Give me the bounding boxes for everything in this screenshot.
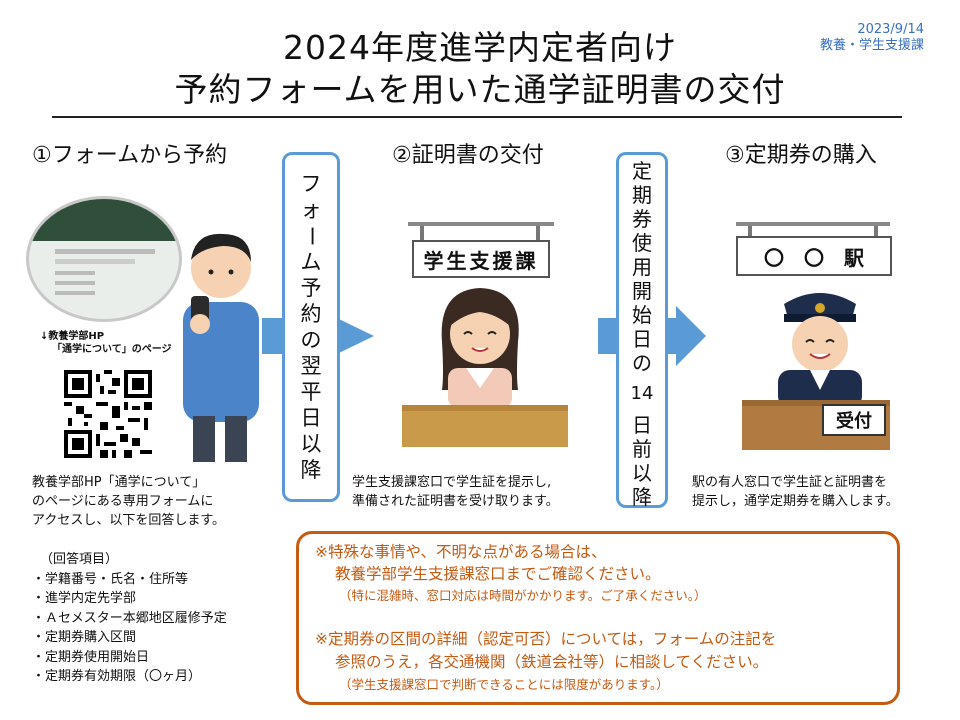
arrow-2-char: 券: [632, 207, 652, 231]
arrow-2-char: 始: [632, 303, 652, 327]
note-1-line-2: 教養学部学生支援課窓口までご確認ください。: [335, 565, 661, 583]
sign-hanger-left: [420, 222, 424, 242]
arrow-2-char: 日: [632, 413, 652, 437]
answer-item: ・進学内定先学部: [32, 591, 137, 606]
arrow-2-char: の: [632, 351, 652, 375]
arrow-1-char: 翌: [300, 354, 322, 378]
note-2-sub: （学生支援課窓口で判断できることには限度があります。）: [339, 677, 669, 692]
station-bar: [736, 222, 890, 226]
step-1-label: ①フォームから予約: [32, 143, 228, 168]
notes-box: ※特殊な事情や、不明な点がある場合は、 教養学部学生支援課窓口までご確認ください…: [296, 531, 900, 705]
title-line-2: 予約フォームを用いた通学証明書の交付: [174, 70, 786, 109]
note-2-line-1: ※定期券の区間の詳細（認定可否）については，フォームの注記を: [315, 630, 777, 648]
arrow-2-char: 開: [632, 279, 652, 303]
office-staff-illustration: [441, 288, 519, 408]
step-3-label: ③定期券の購入: [725, 143, 877, 168]
arrow-1-char: 約: [300, 302, 322, 326]
qr-caption-line-1: ↓教養学部HP: [40, 331, 105, 342]
title-line-1: 2024年度進学内定者向け: [283, 28, 677, 67]
arrow-2-label-box: 定 期 券 使 用 開 始 日 の 14 日 前 以 降: [616, 152, 668, 509]
arrow-2-char: 以: [632, 461, 652, 485]
arrow-1-label-box: フ ォ ー ム 予 約 の 翌 平 日 以 降: [282, 152, 340, 502]
arrow-1-char: 平: [300, 380, 322, 404]
reception-sign: 受付: [822, 404, 886, 436]
note-1-sub: （特に混雑時、窓口対応は時間がかかります。ご了承ください。）: [339, 588, 707, 603]
step-1-desc-line: のページにある専用フォームに: [32, 494, 214, 509]
station-hanger-right: [874, 222, 878, 238]
arrow-1-char: ー: [299, 225, 323, 247]
form-screenshot-bubble: [26, 196, 182, 322]
arrow-1-char: フ: [300, 172, 322, 196]
sign-hanger-right: [536, 222, 540, 242]
note-2-line-2: 参照のうえ，各交通機関（鉄道会社等）に相談してください。: [335, 653, 769, 671]
arrow-1-char: ム: [300, 250, 322, 274]
step-1-description: 教養学部HP「通学について」 のページにある専用フォームに アクセスし、以下を回…: [32, 473, 272, 530]
station-attendant-illustration: [778, 293, 862, 408]
office-sign: 学生支援課: [412, 240, 550, 278]
arrow-2-char: 定: [632, 159, 652, 183]
arrow-1-char: 予: [300, 276, 322, 300]
answer-item: ・Ａセメスター本郷地区履修予定: [32, 610, 227, 626]
date-text: 2023/9/14: [857, 22, 924, 37]
answer-items-list: （回答項目） ・学籍番号・氏名・住所等 ・進学内定先学部 ・Ａセメスター本郷地区…: [32, 550, 292, 687]
arrow-2-char: 降: [632, 485, 652, 509]
qr-code[interactable]: [64, 370, 152, 458]
step-1-desc-line: 教養学部HP「通学について」: [32, 475, 206, 490]
step-3-description: 駅の有人窓口で学生証と証明書を 提示し，通学定期券を購入します。: [692, 473, 952, 511]
header-rule: [52, 116, 902, 118]
answer-item: ・定期券購入区間: [32, 630, 137, 645]
step-2-description: 学生支援課窓口で学生証を提示し, 準備された証明書を受け取ります。: [352, 473, 612, 511]
arrow-2-char: 期: [632, 183, 652, 207]
arrow-1-char: 以: [300, 432, 322, 456]
date-block: 2023/9/14 教養・学生支援課: [820, 22, 924, 54]
arrow-2-head: [676, 306, 706, 366]
answer-items-heading: （回答項目）: [40, 552, 119, 567]
arrow-1-char: ォ: [300, 198, 322, 222]
qr-caption-line-2: 「通学について」のページ: [52, 344, 172, 355]
answer-item: ・定期券有効期限（〇ヶ月）: [32, 669, 202, 684]
note-1-line-1: ※特殊な事情や、不明な点がある場合は、: [315, 543, 607, 561]
arrow-1-char: 降: [300, 458, 322, 482]
qr-caption: ↓教養学部HP 「通学について」のページ: [40, 330, 172, 356]
step-2-desc-line: 学生支援課窓口で学生証を提示し,: [352, 475, 552, 490]
arrow-2-char: 14: [630, 383, 654, 404]
step-2-desc-line: 準備された証明書を受け取ります。: [352, 494, 559, 509]
answer-item: ・定期券使用開始日: [32, 649, 150, 665]
arrow-2-char: 日: [632, 327, 652, 351]
arrow-2-char: 使: [632, 231, 652, 255]
step-2-label: ②証明書の交付: [392, 143, 544, 168]
department-text: 教養・学生支援課: [819, 38, 924, 53]
station-hanger-left: [748, 222, 752, 238]
arrow-2-char: 用: [632, 255, 652, 279]
person-with-phone-illustration: [183, 233, 259, 462]
step-3-desc-line: 駅の有人窓口で学生証と証明書を: [692, 475, 888, 490]
answer-item: ・学籍番号・氏名・住所等: [32, 571, 189, 587]
step-1-desc-line: アクセスし、以下を回答します。: [32, 513, 226, 528]
arrow-1-char: の: [300, 328, 322, 352]
sign-bar: [408, 222, 554, 226]
arrow-1-char: 日: [300, 406, 322, 430]
step-3-desc-line: 提示し，通学定期券を購入します。: [692, 494, 899, 509]
office-counter: [402, 405, 568, 447]
arrow-2-char: 前: [632, 437, 652, 461]
station-sign: 〇 〇 駅: [736, 236, 892, 276]
